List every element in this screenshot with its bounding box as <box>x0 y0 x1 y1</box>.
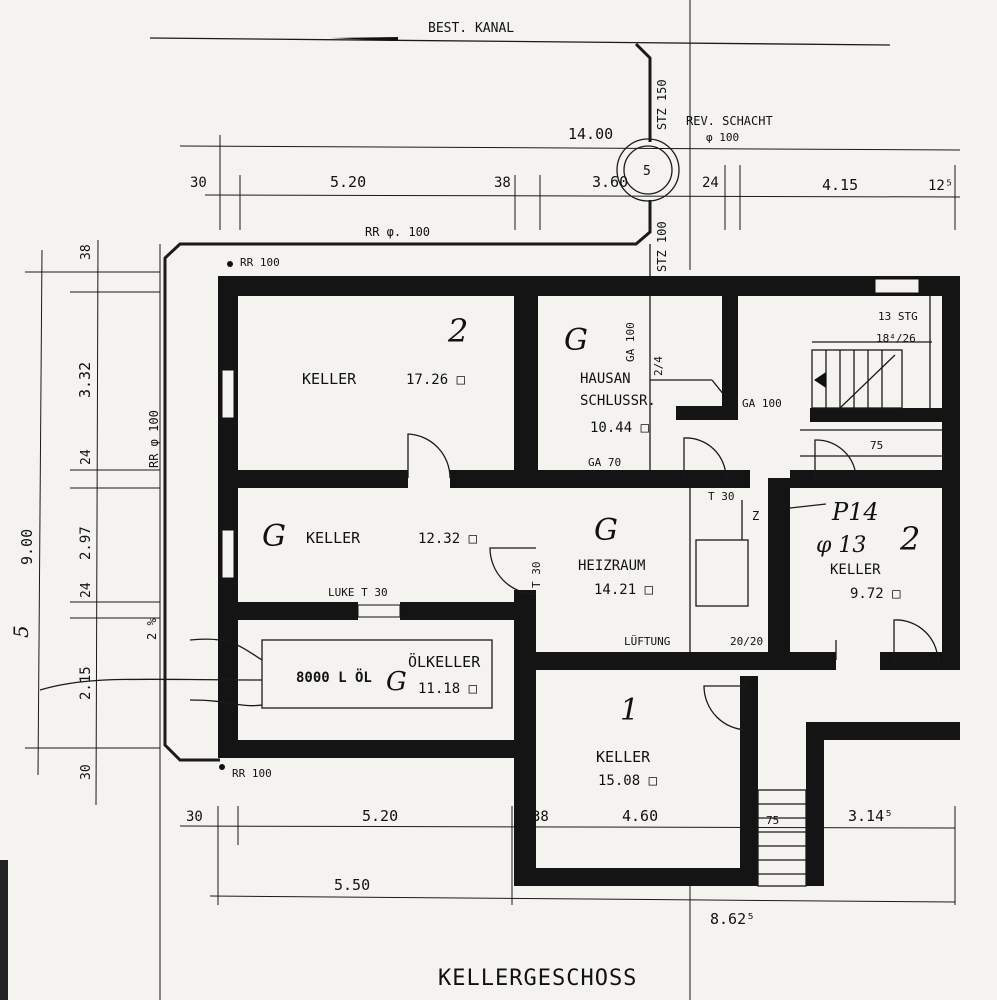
sewer-line: BEST. KANAL <box>149 21 891 46</box>
room-name: ÖLKELLER <box>408 652 481 671</box>
room-oelkeller: ÖLKELLER 11.18 □ G <box>386 652 481 697</box>
tank-label: 8000 L ÖL <box>296 668 372 686</box>
room-name: KELLER <box>306 529 361 547</box>
room-mark: 2 <box>447 312 468 350</box>
top-dimensions: 14.00 30 5.20 38 3.60 24 4.15 12⁵ <box>179 125 961 230</box>
walls <box>218 276 960 886</box>
dim-left-38: 38 <box>79 244 94 260</box>
rr-corner-top-label: RR 100 <box>240 256 280 269</box>
dim-top-38: 38 <box>494 175 511 191</box>
margin-mark: 5 <box>9 625 33 638</box>
stz100-label: STZ 100 <box>655 221 669 272</box>
dim-bottom-38: 38 <box>532 809 549 825</box>
plan-title: KELLERGESCHOSS <box>438 966 637 991</box>
room-mark: G <box>564 323 588 358</box>
dim-bottom-550: 5.50 <box>334 876 370 894</box>
ga70-label: GA 70 <box>588 456 621 469</box>
dim-top-overall: 14.00 <box>568 125 613 143</box>
door-t30-a-label: T 30 <box>708 490 735 503</box>
room-name-line1: HAUSAN <box>580 371 631 387</box>
doors <box>407 433 939 731</box>
dim-left-30: 30 <box>79 764 94 780</box>
dim-top-360: 3.60 <box>592 173 628 191</box>
rr-corner-bottom-label: RR 100 <box>232 767 272 780</box>
boiler <box>695 539 749 607</box>
shaft-label: REV. SCHACHT <box>686 114 773 128</box>
room-keller-972: KELLER 9.72 □ 2 <box>830 520 920 602</box>
shaft-number: 5 <box>643 164 651 179</box>
room-mark: G <box>262 519 286 554</box>
room-area: 9.72 □ <box>850 586 901 602</box>
shaft-diameter: φ 100 <box>706 131 739 144</box>
room-name: KELLER <box>596 748 651 766</box>
z-mark: Z <box>752 509 759 523</box>
room-area: 11.18 □ <box>418 681 478 697</box>
dim-left-297: 2.97 <box>78 526 94 560</box>
rr-top-label: RR φ. 100 <box>365 225 430 239</box>
room-keller-1726: KELLER 17.26 □ 2 <box>302 312 468 388</box>
handwritten-phi13: φ 13 <box>816 533 866 558</box>
handwritten-p14: P14 <box>831 498 879 526</box>
room-mark: 2 <box>899 520 920 558</box>
stair-small-label: 75 <box>766 814 779 827</box>
room-name: KELLER <box>302 370 357 388</box>
oil-tank <box>261 639 493 709</box>
vert-slope-label: 2/4 <box>652 356 665 376</box>
room-name: HEIZRAUM <box>578 558 645 574</box>
room-area: 15.08 □ <box>598 773 658 789</box>
dim-bottom-520: 5.20 <box>362 807 398 825</box>
room-mark: G <box>386 667 407 697</box>
dim-bottom-30: 30 <box>186 809 203 825</box>
luke-label: LUKE T 30 <box>328 586 388 599</box>
dim-left-215: 2.15 <box>78 666 94 700</box>
ga100-right-label: GA 100 <box>742 397 782 410</box>
dim-bottom-3145: 3.14⁵ <box>848 807 893 825</box>
stair-75-label: 75 <box>870 439 883 452</box>
lueftung-label: LÜFTUNG <box>624 635 670 648</box>
dim-left-overall: 9.00 <box>18 529 36 565</box>
dim-top-30: 30 <box>190 175 207 191</box>
stair-ratio-label: 18⁴/26 <box>876 332 916 345</box>
dim-left-332: 3.32 <box>76 362 94 398</box>
room-heizraum: HEIZRAUM 14.21 □ G <box>578 513 654 598</box>
room-keller-1232: KELLER 12.32 □ G <box>262 519 478 554</box>
sewer-label: BEST. KANAL <box>428 21 514 36</box>
dim-top-125: 12⁵ <box>928 178 953 194</box>
dim-bottom-460: 4.60 <box>622 807 658 825</box>
room-name-line2: SCHLUSSR. <box>580 393 656 409</box>
room-area: 12.32 □ <box>418 531 478 547</box>
rr-left-label: RR φ 100 <box>147 410 161 468</box>
left-dimensions: 38 3.32 24 2.97 24 2.15 30 9.00 5 <box>9 239 160 806</box>
dim-top-520: 5.20 <box>330 173 366 191</box>
room-hausanschluss: HAUSAN SCHLUSSR. 10.44 □ G <box>564 323 656 436</box>
room-area: 14.21 □ <box>594 582 654 598</box>
door-t30-b-label: T 30 <box>530 562 543 589</box>
stz150-label: STZ 150 <box>655 79 669 130</box>
stair-upper: 13 STG 18⁴/26 75 <box>800 296 942 457</box>
slope-label: 2 % <box>145 618 159 640</box>
room-mark: G <box>594 513 618 548</box>
room-name: KELLER <box>830 562 881 578</box>
dim-left-24b: 24 <box>79 582 94 598</box>
inspection-shaft: 5 REV. SCHACHT φ 100 <box>616 114 773 202</box>
room-mark: 1 <box>620 693 639 728</box>
ga100-vertical-label: GA 100 <box>624 322 637 362</box>
room-area: 10.44 □ <box>590 420 650 436</box>
dim-left-24a: 24 <box>79 449 94 465</box>
stair-lower: 75 <box>757 789 807 887</box>
bottom-dimensions: 30 5.20 38 4.60 3.14⁵ 5.50 8.62⁵ <box>179 806 956 1000</box>
stair-steps-label: 13 STG <box>878 310 918 323</box>
dim-top-415: 4.15 <box>822 176 858 194</box>
room-keller-1508: KELLER 15.08 □ 1 <box>596 693 658 789</box>
dim-top-24: 24 <box>702 175 719 191</box>
room-area: 17.26 □ <box>406 372 466 388</box>
dim-bottom-8625: 8.62⁵ <box>710 910 755 928</box>
lueftung-size-label: 20/20 <box>730 635 763 648</box>
